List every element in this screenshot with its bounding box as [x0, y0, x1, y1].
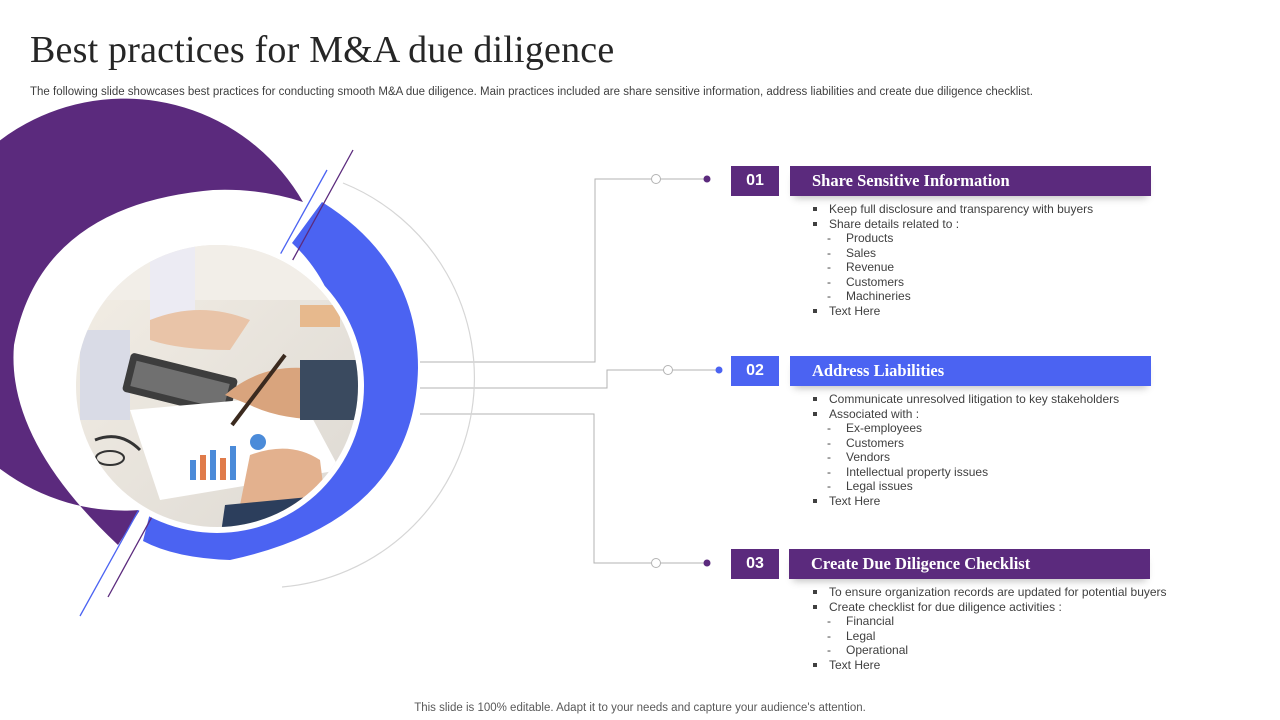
- connector-line-03: [420, 413, 706, 564]
- list-item: Text Here: [829, 493, 881, 508]
- list-item: Create checklist for due diligence activ…: [829, 599, 1062, 614]
- connector-dot-01: [703, 175, 711, 183]
- sub-list-item: Financial: [846, 614, 895, 628]
- section-list-03: To ensure organization records are updat…: [810, 585, 1167, 672]
- sub-list-item: Vendors: [846, 450, 891, 464]
- bullet-icon: [813, 207, 817, 212]
- connector-line-01: [420, 178, 706, 363]
- connector-node-03: [651, 558, 661, 568]
- list-item: Keep full disclosure and transparency wi…: [829, 202, 1094, 216]
- sub-list-item: Operational: [846, 643, 909, 657]
- bullet-icon: [813, 590, 817, 595]
- connector-node-02: [663, 365, 673, 375]
- sub-list-item: Revenue: [846, 260, 895, 274]
- purple-ring-segment: [0, 98, 303, 545]
- bullet-icon: [813, 221, 817, 226]
- section-heading-01: Share Sensitive Information: [790, 166, 1151, 196]
- outer-thin-arc: [281, 182, 475, 588]
- bullet-icon: [813, 604, 817, 609]
- list-item: To ensure organization records are updat…: [829, 585, 1167, 599]
- bullet-icon: [813, 662, 817, 667]
- list-item: Share details related to :: [829, 216, 960, 231]
- blue-ring-segment: [143, 202, 418, 560]
- list-item: Text Here: [829, 303, 881, 318]
- sub-list-item: Products: [846, 231, 894, 245]
- section-number-01: 01: [731, 166, 779, 196]
- list-item: Associated with :: [829, 406, 920, 421]
- page-subtitle: The following slide showcases best pract…: [30, 86, 1033, 98]
- section-heading-03: Create Due Diligence Checklist: [789, 549, 1150, 579]
- sub-list-item: Customers: [846, 274, 905, 289]
- sub-list-item: Customers: [846, 435, 905, 450]
- bullet-icon: [813, 498, 817, 503]
- sub-list-item: Machineries: [846, 289, 911, 303]
- connector-node-01: [651, 174, 661, 184]
- connector-lines: [420, 178, 718, 564]
- sub-list-item: Intellectual property issues: [846, 464, 989, 479]
- section-heading-02: Address Liabilities: [790, 356, 1151, 386]
- list-item: Communicate unresolved litigation to key…: [829, 392, 1120, 406]
- bullet-icon: [813, 308, 817, 313]
- page-title: Best practices for M&A due diligence: [30, 29, 615, 71]
- bullet-icon: [813, 397, 817, 402]
- sub-list-item: Sales: [846, 245, 877, 260]
- sub-list-item: Legal: [846, 628, 876, 643]
- section-number-02: 02: [731, 356, 779, 386]
- section-number-03: 03: [731, 549, 779, 579]
- connector-dot-02: [715, 366, 723, 374]
- connector-line-02: [420, 369, 718, 389]
- sub-list-item: Ex-employees: [846, 421, 923, 435]
- section-list-02: Communicate unresolved litigation to key…: [810, 392, 1119, 508]
- connector-dot-03: [703, 559, 711, 567]
- bullet-icon: [813, 411, 817, 416]
- section-list-01: Keep full disclosure and transparency wi…: [810, 202, 1093, 318]
- sub-list-item: Legal issues: [846, 479, 913, 493]
- list-item: Text Here: [829, 657, 881, 672]
- footer-note: This slide is 100% editable. Adapt it to…: [414, 702, 866, 714]
